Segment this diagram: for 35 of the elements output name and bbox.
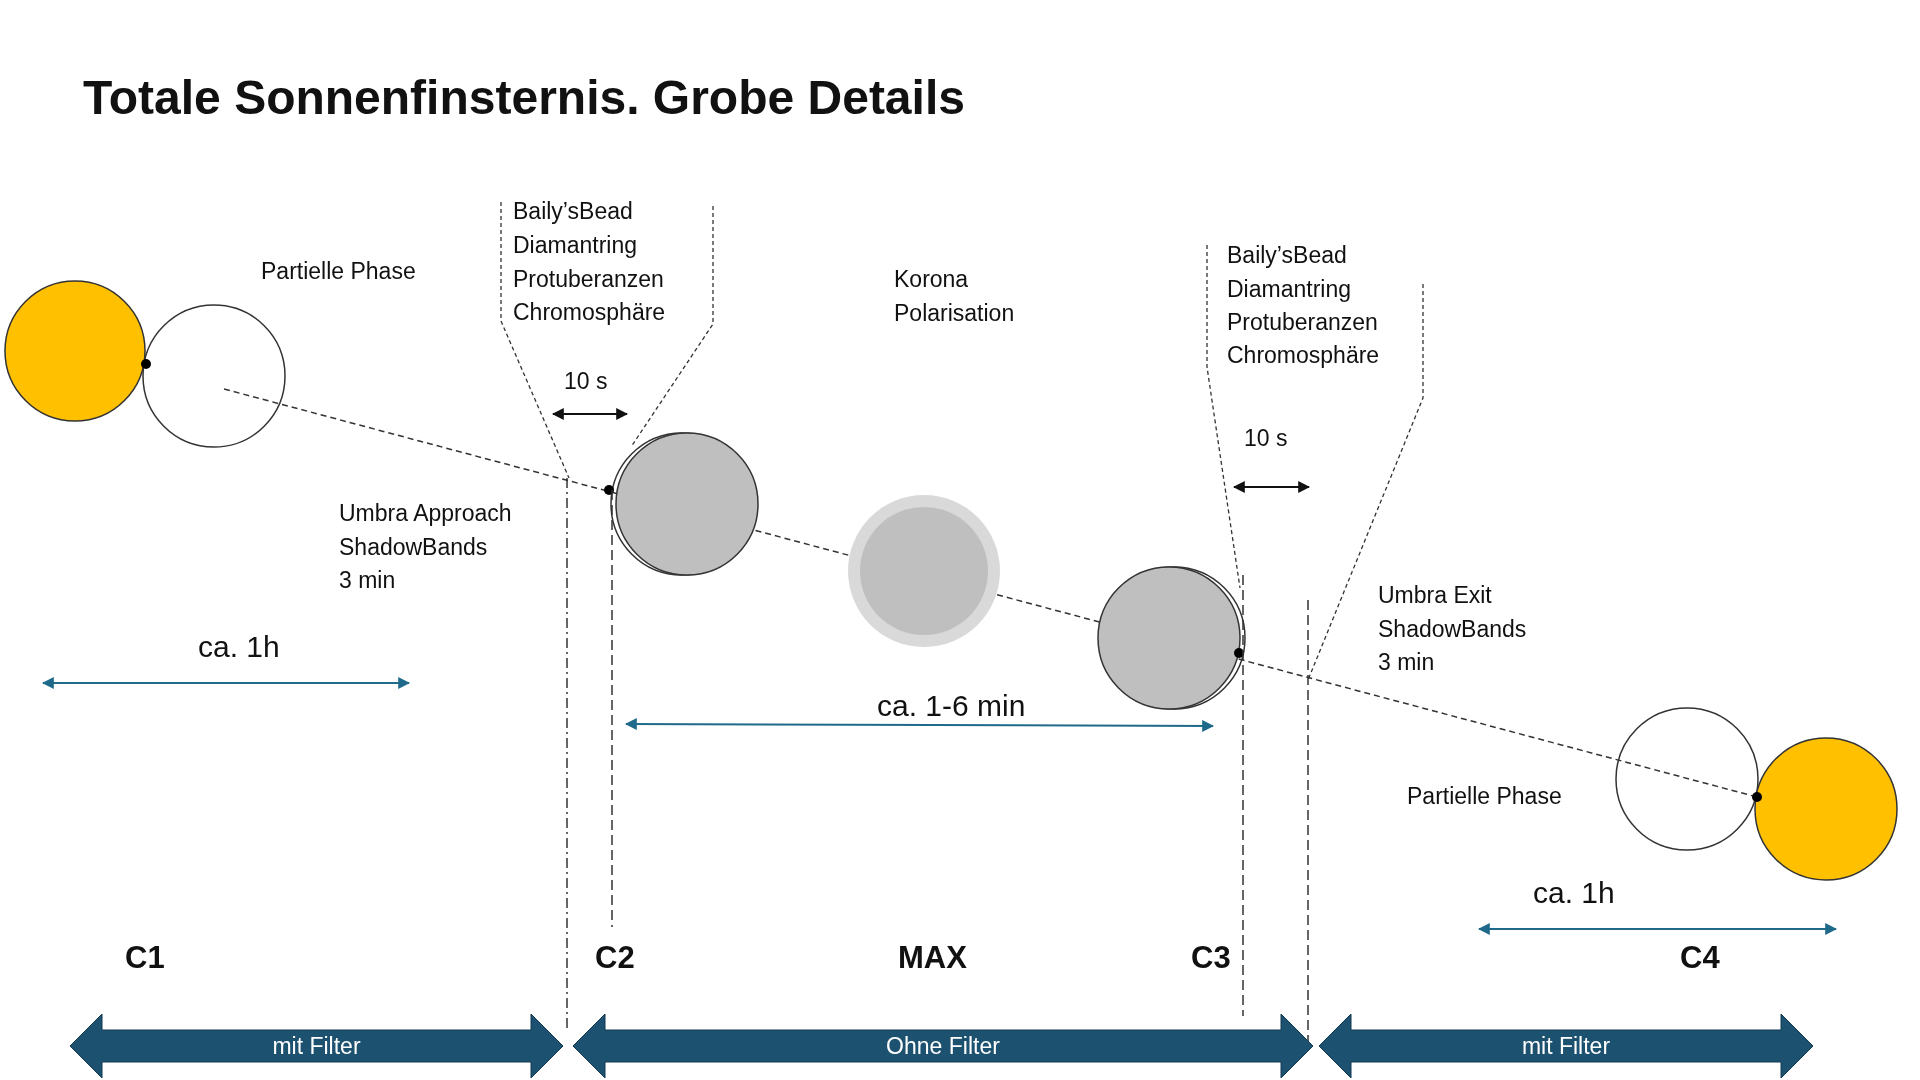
feature-text: Polarisation xyxy=(894,300,1015,327)
duration-text: ca. 1h xyxy=(1533,876,1615,911)
phase-text: Partielle Phase xyxy=(1407,783,1562,810)
filter-text: mit Filter xyxy=(272,1032,361,1060)
duration-text: 3 min xyxy=(339,567,396,594)
double-arrow-band xyxy=(1319,1014,1813,1078)
title: Totale Sonnenfinsternis. Grobe Details xyxy=(83,70,965,126)
contact-label: C3 xyxy=(1191,940,1231,976)
duration-text: 10 s xyxy=(564,368,608,395)
feature-text: Chromosphäre xyxy=(1227,342,1380,369)
feature-text: Diamantring xyxy=(1227,276,1351,303)
duration-text: ca. 1h xyxy=(198,630,280,665)
feature-text: Baily’sBead xyxy=(1227,242,1347,269)
feature-text: Baily’sBead xyxy=(513,198,633,225)
double-arrow-band xyxy=(573,1014,1313,1078)
double-arrow-band xyxy=(70,1014,563,1078)
phase-text: Partielle Phase xyxy=(261,258,416,285)
filter-text: mit Filter xyxy=(1521,1032,1611,1060)
contact-label: MAX xyxy=(898,940,967,976)
feature-text: Chromosphäre xyxy=(513,299,666,326)
duration-text: 10 s xyxy=(1244,425,1288,452)
feature-text: Korona xyxy=(894,266,969,293)
feature-text: Protuberanzen xyxy=(1227,309,1378,336)
contact-label: C2 xyxy=(595,940,635,976)
filter-text: Ohne Filter xyxy=(886,1032,1000,1060)
contact-label: C4 xyxy=(1680,940,1720,976)
feature-text: Protuberanzen xyxy=(513,266,664,293)
feature-text: ShadowBands xyxy=(339,534,488,561)
duration-text: 3 min xyxy=(1378,649,1435,676)
feature-text: Umbra Exit xyxy=(1378,582,1492,609)
feature-text: ShadowBands xyxy=(1378,616,1527,643)
feature-text: Umbra Approach xyxy=(339,500,512,527)
contact-label: C1 xyxy=(125,940,165,976)
feature-text: Diamantring xyxy=(513,232,637,259)
duration-text: ca. 1-6 min xyxy=(877,689,1026,724)
